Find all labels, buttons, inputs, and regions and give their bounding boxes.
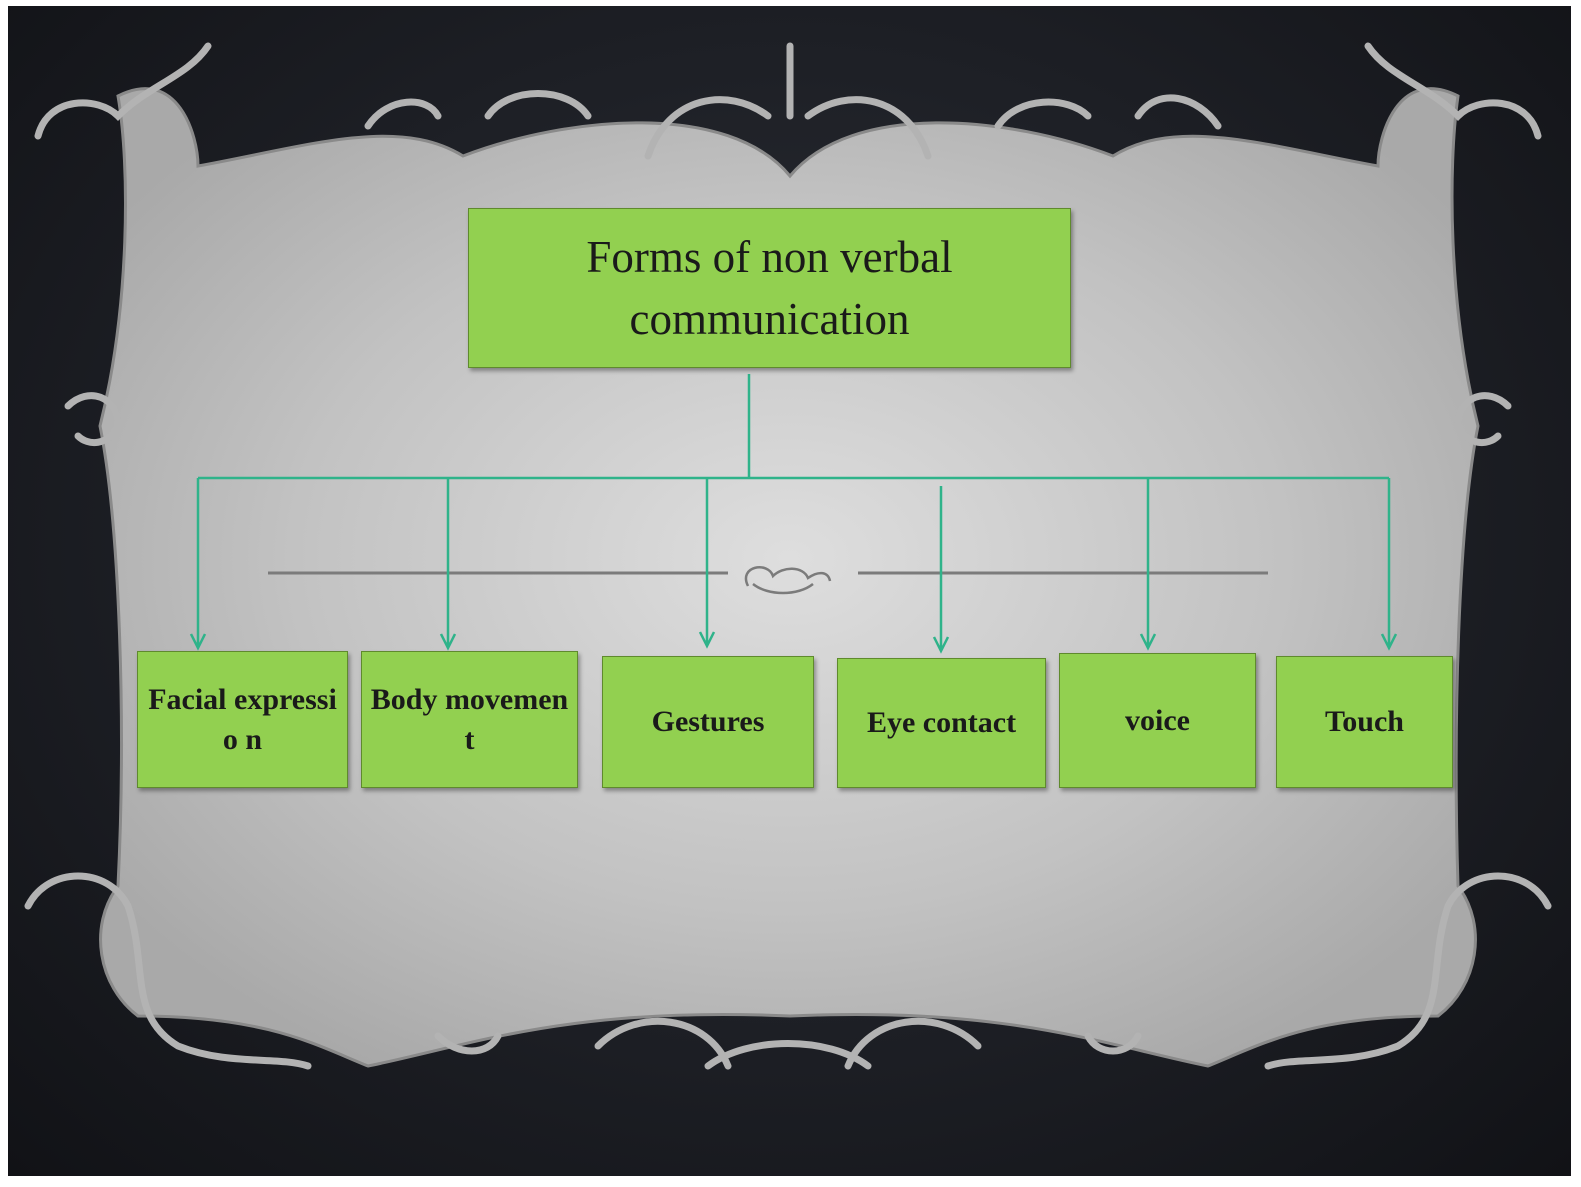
ornament-top-left-swirl (368, 94, 588, 127)
root-node: Forms of non verbal communication (468, 208, 1071, 368)
ornament-bottom-center (598, 1021, 978, 1066)
ornament-top-right-swirl (998, 98, 1218, 126)
node-label: Body movement (368, 680, 571, 760)
node-label: Touch (1325, 702, 1404, 742)
node-gestures: Gestures (602, 656, 814, 788)
slide: Forms of non verbal communication Facial… (8, 6, 1571, 1176)
node-label: Gestures (652, 702, 765, 742)
node-touch: Touch (1276, 656, 1453, 788)
node-voice: voice (1059, 653, 1256, 788)
node-facial-expression: Facial expressio n (137, 651, 348, 788)
node-body-movement: Body movement (361, 651, 578, 788)
node-eye-contact: Eye contact (837, 658, 1046, 788)
node-label: voice (1125, 701, 1190, 741)
node-label: Facial expressio n (144, 680, 341, 760)
root-node-label: Forms of non verbal communication (509, 226, 1030, 350)
node-label: Eye contact (867, 703, 1016, 743)
ornate-frame (8, 6, 1571, 1176)
